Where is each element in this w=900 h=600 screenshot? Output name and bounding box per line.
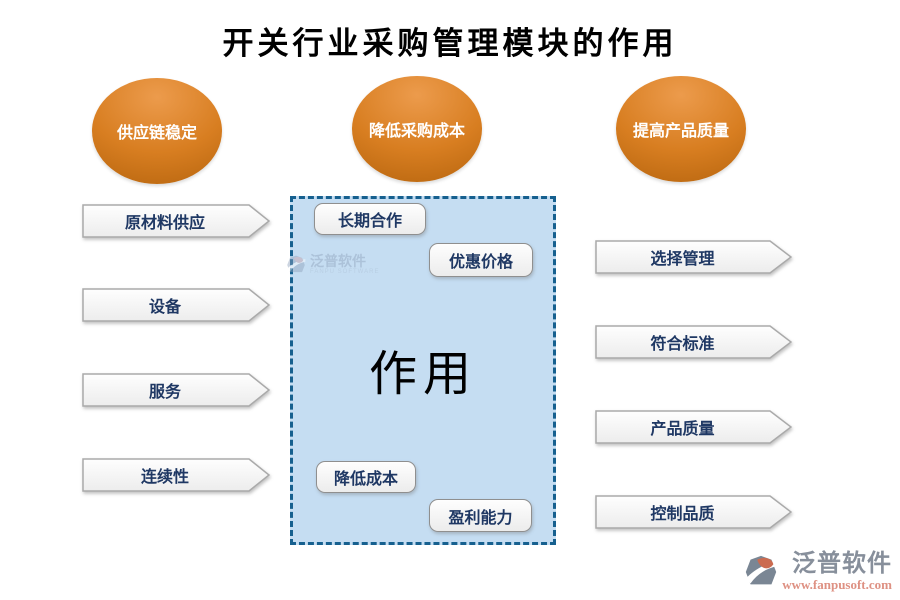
left-arrow-equipment: 设备 [82,288,270,322]
arrow-label: 服务 [148,384,181,401]
arrow-shape [82,373,270,407]
right-arrow-selection-management: 选择管理 [595,240,792,274]
left-arrow-service: 服务 [82,373,270,407]
arrow-shape [595,325,792,359]
arrow-shape [595,495,792,529]
ellipse-reduce-procurement-cost: 降低采购成本 [352,76,482,182]
ellipse-label: 提高产品质量 [632,123,729,140]
chip-cost-reduction: 降低成本 [316,461,416,493]
watermark-subtitle: FANPU SOFTWARE [310,269,380,275]
center-function-label: 作用 [368,346,477,402]
arrow-label: 控制品质 [650,506,715,523]
arrow-label: 原材料供应 [124,215,205,232]
watermark: 泛普软件 FANPU SOFTWARE [285,254,379,276]
arrow-label: 连续性 [140,469,189,486]
ellipse-label: 供应链稳定 [116,125,197,142]
arrow-label: 产品质量 [650,421,715,438]
right-arrow-quality-control: 控制品质 [595,495,792,529]
ellipse-label: 降低采购成本 [368,123,465,140]
arrow-shape [595,240,792,274]
chip-profitability: 盈利能力 [429,499,532,532]
arrow-label: 选择管理 [650,251,715,268]
arrow-shape [82,204,270,238]
arrow-label: 设备 [148,299,181,316]
brand-logo: 泛普软件 www.fanpusoft.com [742,551,892,592]
page-title: 开关行业采购管理模块的作用 [222,26,678,62]
ellipse-improve-product-quality: 提高产品质量 [616,76,746,182]
brand-name: 泛普软件 [792,550,892,577]
watermark-name: 泛普软件 [310,253,366,269]
arrow-shape [82,458,270,492]
chip-long-term-cooperation: 长期合作 [314,203,426,235]
fanpu-logo-icon [746,555,778,585]
chip-preferential-price: 优惠价格 [429,243,533,277]
arrow-shape [595,410,792,444]
ellipse-supply-chain-stability: 供应链稳定 [92,78,222,184]
left-arrow-continuity: 连续性 [82,458,270,492]
left-arrow-raw-material-supply: 原材料供应 [82,204,270,238]
right-arrow-product-quality: 产品质量 [595,410,792,444]
fanpu-logo-icon [287,255,306,273]
brand-url: www.fanpusoft.com [782,577,892,592]
right-arrow-standards-compliance: 符合标准 [595,325,792,359]
arrow-shape [82,288,270,322]
arrow-label: 符合标准 [650,336,715,353]
